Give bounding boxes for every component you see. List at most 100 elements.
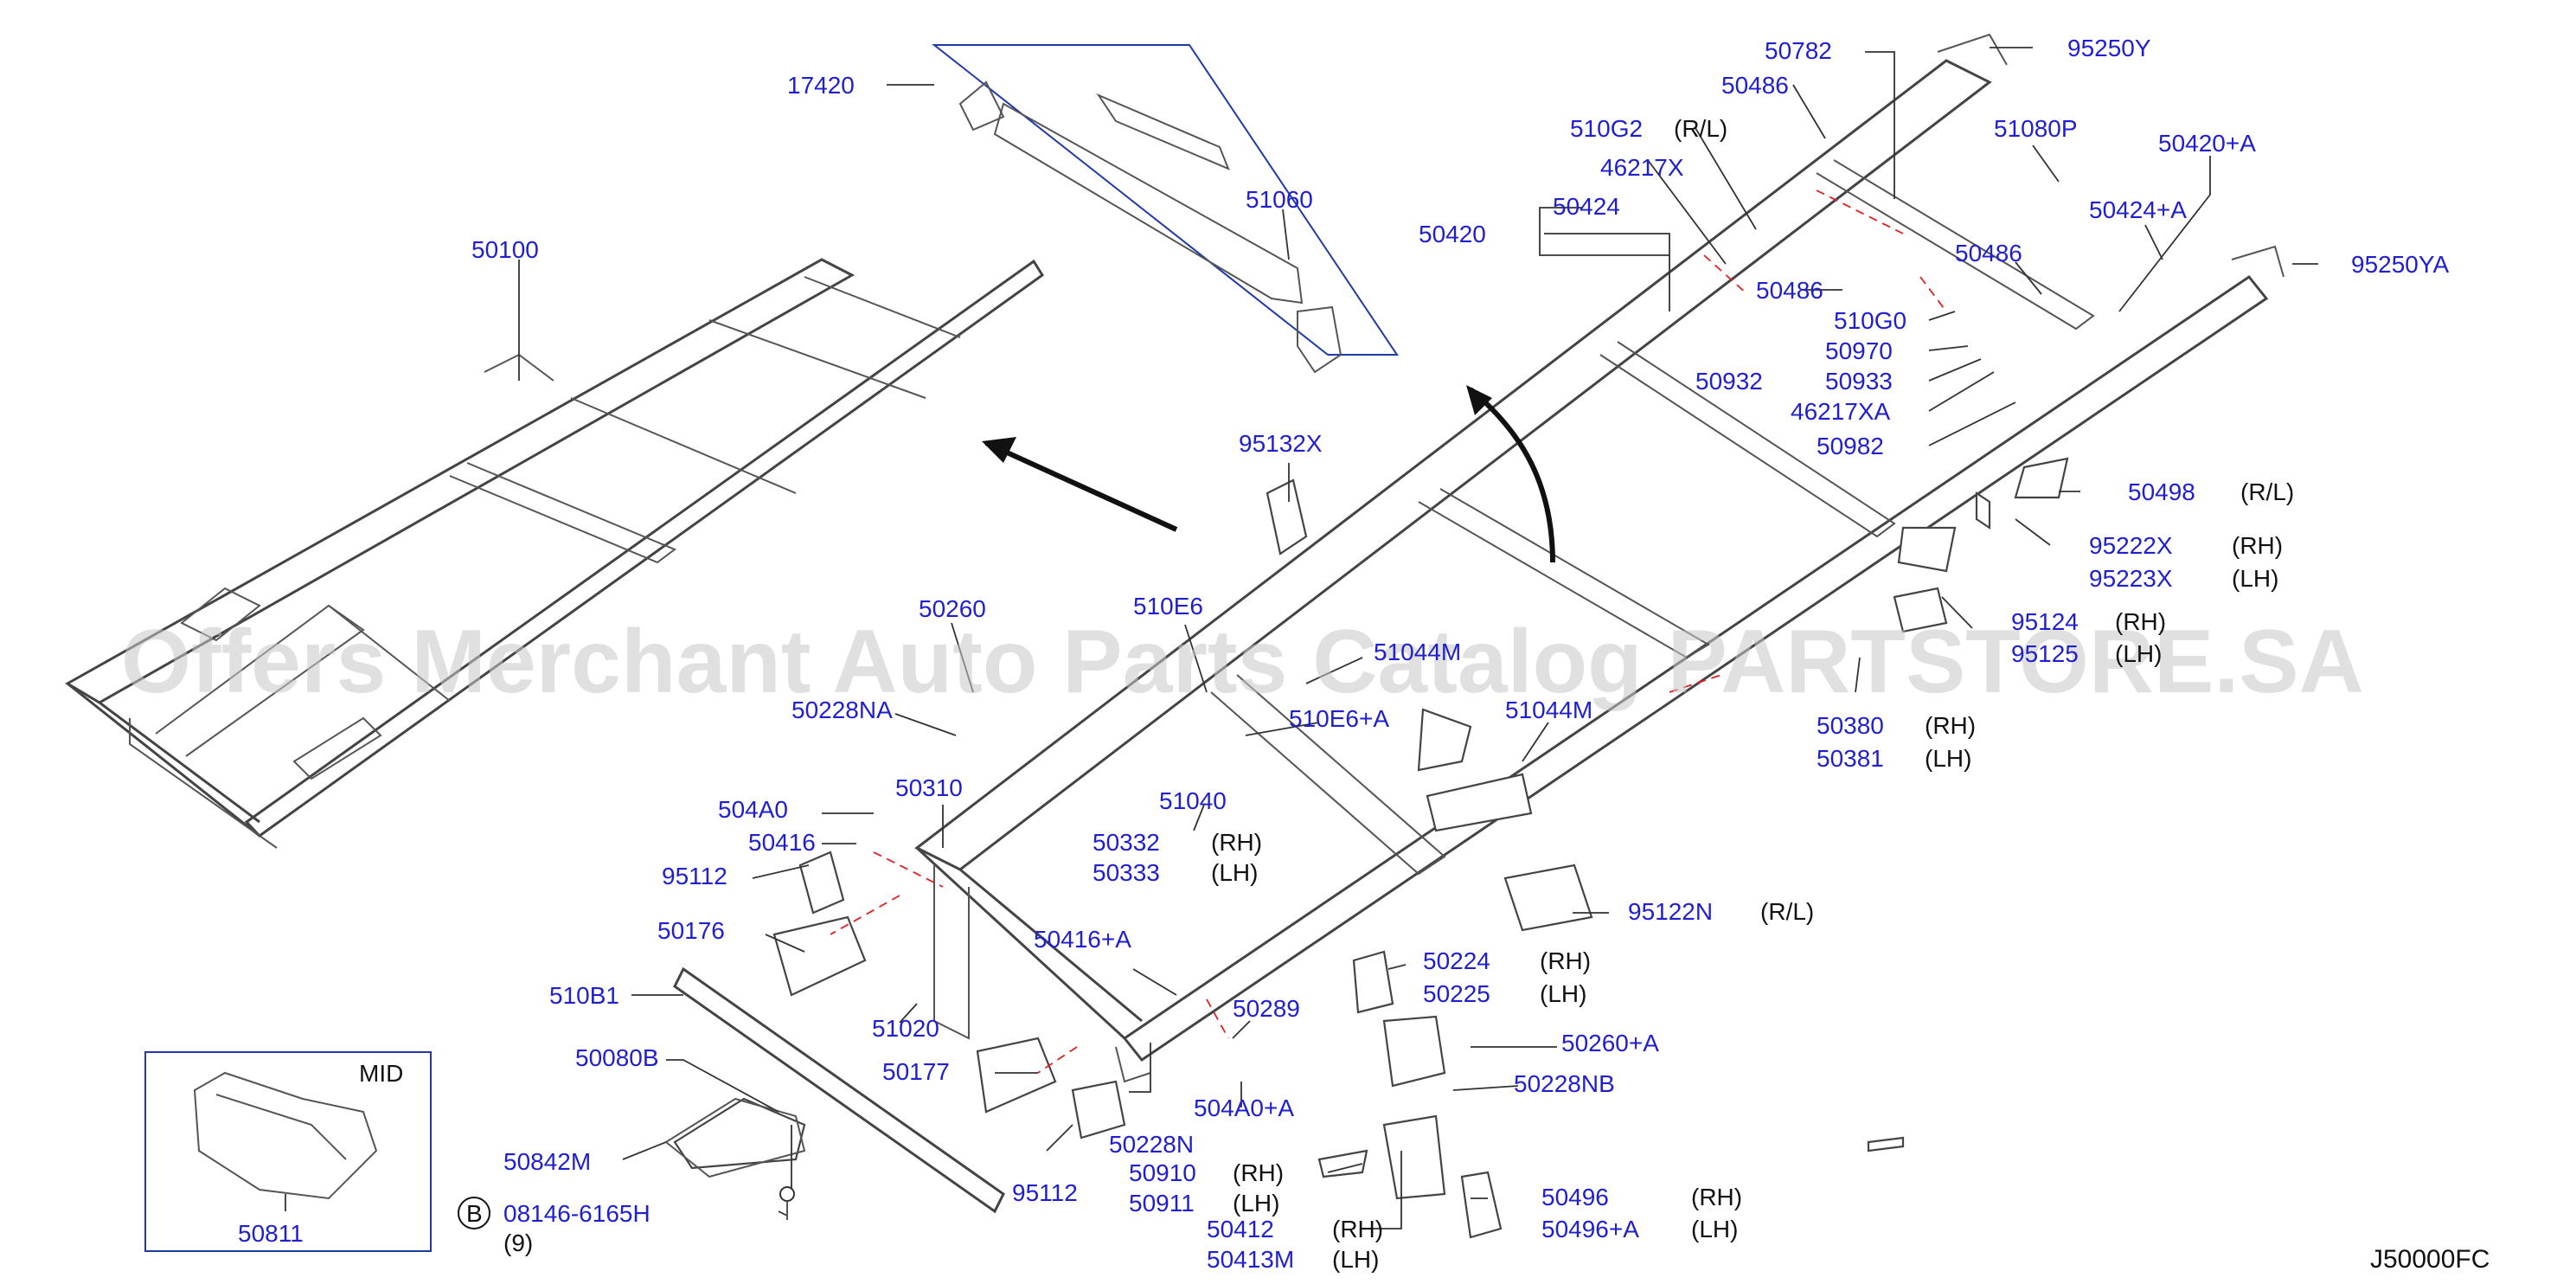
part-label[interactable]: 50496 [1541,1184,1609,1210]
part-label[interactable]: 50782 [1765,37,1832,64]
part-label[interactable]: 510G0 [1834,307,1906,334]
part-label[interactable]: 50100 [471,236,539,263]
part-label[interactable]: 50381 [1817,745,1884,772]
part-label[interactable]: 51020 [872,1015,939,1042]
part-label[interactable]: 50080B [575,1044,659,1071]
lower-parts-drawing [664,966,1005,1214]
part-label[interactable]: 50333 [1093,859,1160,886]
part-label[interactable]: 95250Y [2067,35,2151,61]
part-side: (RH) [1332,1216,1383,1242]
dashed-guides [830,189,1947,1074]
part-label[interactable]: 50424 [1553,193,1620,220]
part-label[interactable]: 50486 [1721,72,1789,99]
part-label[interactable]: 50177 [882,1058,950,1085]
part-label[interactable]: 50310 [895,774,963,801]
part-label[interactable]: 50970 [1825,337,1893,364]
part-side: (LH) [2232,565,2278,592]
part-label[interactable]: 50228NB [1514,1070,1615,1097]
part-label[interactable]: 95222X [2089,532,2173,559]
part-side: (LH) [1925,745,1971,772]
part-side: (LH) [1211,859,1258,886]
part-label[interactable]: 50225 [1423,980,1490,1007]
part-side: (RH) [2232,532,2283,559]
part-side: (R/L) [2240,478,2294,505]
part-label[interactable]: 95250YA [2351,251,2449,278]
overview-frame-drawing [65,258,1045,849]
part-label[interactable]: 50228NA [791,697,893,723]
bolt-08146-drawing [779,1186,795,1220]
part-side: (RH) [1211,829,1262,856]
part-label[interactable]: 46217X [1600,154,1684,181]
part-label[interactable]: 51044M [1505,697,1592,723]
part-label[interactable]: 50420 [1419,221,1486,247]
part-label[interactable]: 95132X [1239,430,1323,457]
part-label[interactable]: 50260 [919,595,986,622]
bolt-circle-letter: B [466,1200,483,1227]
part-label[interactable]: 51060 [1246,186,1313,213]
bolt-circle-icon [458,1197,490,1229]
part-label[interactable]: 50413M [1207,1246,1294,1273]
part-label[interactable]: 504A0+A [1194,1095,1294,1121]
part-label[interactable]: 95125 [2011,640,2079,667]
part-label[interactable]: 50176 [657,917,725,944]
part-label[interactable]: 50496+A [1541,1216,1639,1242]
part-label[interactable]: 510B1 [549,982,619,1009]
part-label[interactable]: 50380 [1817,712,1884,739]
part-label[interactable]: 50228N [1109,1131,1194,1158]
direction-arrows [982,385,1555,563]
part-labels: 17420 50100 51060 50420 50782 50486 510G… [238,35,2489,1274]
watermark: Offers Merchant Auto Parts Catalog PARTS… [121,612,2364,712]
part-label[interactable]: 50498 [2128,478,2195,505]
part-label[interactable]: 50416+A [1034,926,1131,953]
part-side: (LH) [1332,1246,1379,1273]
part-label[interactable]: 95122N [1628,898,1713,925]
inset-mid-box [144,1051,432,1252]
part-label[interactable]: 50982 [1817,433,1884,459]
part-label[interactable]: 95112 [1012,1179,1078,1206]
part-label[interactable]: 50416 [748,829,816,856]
part-label[interactable]: 51080P [1994,115,2078,142]
part-label[interactable]: 51040 [1159,787,1227,814]
part-label[interactable]: 51044M [1374,639,1461,665]
part-label[interactable]: 50332 [1093,829,1160,856]
part-label[interactable]: 50486 [1955,240,2022,266]
part-side: (LH) [1691,1216,1738,1242]
part-side: (LH) [1233,1190,1279,1217]
part-side: (RH) [1925,712,1976,739]
part-label[interactable]: 50420+A [2158,130,2256,157]
bolt-part-label[interactable]: 08146-6165H [503,1200,650,1227]
part-label[interactable]: 50933 [1825,368,1893,395]
part-label[interactable]: 50260+A [1561,1030,1659,1056]
part-label[interactable]: 95124 [2011,608,2079,635]
part-label[interactable]: 50486 [1756,277,1823,304]
part-label[interactable]: 50842M [503,1148,591,1175]
part-label[interactable]: 50289 [1233,995,1300,1022]
part-label[interactable]: 50224 [1423,947,1490,974]
leader-lines [285,47,2318,1229]
main-frame-drawing [914,33,2284,1083]
diagram-code: J50000FC [2370,1245,2489,1274]
part-label[interactable]: 510E6+A [1289,705,1389,732]
part-label[interactable]: 95112 [662,863,727,889]
inset-title: MID [359,1060,403,1087]
bolt-qty: (9) [503,1229,533,1256]
part-label[interactable]: 50911 [1129,1190,1195,1217]
part-label[interactable]: 50932 [1695,368,1763,395]
inset-part-label[interactable]: 50811 [238,1220,304,1247]
part-label[interactable]: 50910 [1129,1159,1196,1186]
part-label[interactable]: 17420 [787,72,855,99]
part-side: (R/L) [1760,898,1814,925]
part-label[interactable]: 50412 [1207,1216,1274,1242]
part-side: (LH) [2115,640,2162,667]
part-label[interactable]: 46217XA [1791,398,1891,425]
part-label[interactable]: 95223X [2089,565,2173,592]
part-label[interactable]: 50424+A [2089,196,2187,223]
loose-parts-drawing [673,457,2069,1239]
part-side: (R/L) [1674,115,1727,142]
part-label[interactable]: 510E6 [1133,593,1203,620]
part-label[interactable]: 510G2 [1570,115,1643,142]
detail-box-17420 [932,44,1399,374]
part-label[interactable]: 504A0 [718,796,788,823]
